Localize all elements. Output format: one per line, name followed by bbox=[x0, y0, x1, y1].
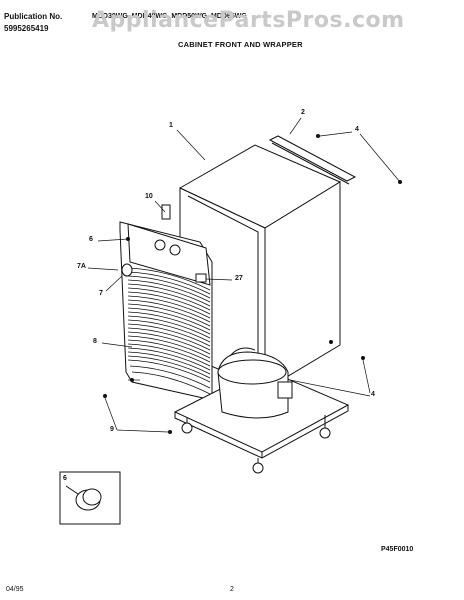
inset-knob-detail bbox=[59, 471, 121, 525]
callout-2: 2 bbox=[301, 109, 305, 116]
callout-10: 10 bbox=[145, 193, 153, 200]
callout-4-bottom: 4 bbox=[371, 391, 375, 398]
section-title: CABINET FRONT AND WRAPPER bbox=[178, 40, 303, 49]
callout-7: 7 bbox=[99, 290, 103, 297]
model-list: MDD30WG, MDD40WG, MDD50WG, MDD65WG bbox=[92, 13, 247, 20]
callout-27: 27 bbox=[235, 275, 243, 282]
publication-label: Publication No. bbox=[4, 12, 63, 21]
callout-6: 6 bbox=[89, 236, 93, 243]
callout-4-top: 4 bbox=[355, 126, 359, 133]
watermark: AppliancePartsPros.com bbox=[92, 8, 405, 33]
callout-1: 1 bbox=[169, 122, 173, 129]
compressor bbox=[217, 347, 293, 419]
figure-code: P45F0010 bbox=[381, 546, 414, 553]
top-trim-strip bbox=[268, 135, 357, 185]
callout-9: 9 bbox=[110, 426, 114, 433]
publication-number: 5995265419 bbox=[4, 24, 49, 33]
callout-8: 8 bbox=[93, 338, 97, 345]
callout-7a: 7A bbox=[77, 263, 86, 270]
callout-6-inset: 6 bbox=[63, 475, 67, 482]
front-grille-panel bbox=[119, 204, 213, 401]
footer-date: 04/95 bbox=[6, 586, 24, 593]
footer-page-number: 2 bbox=[230, 586, 234, 593]
